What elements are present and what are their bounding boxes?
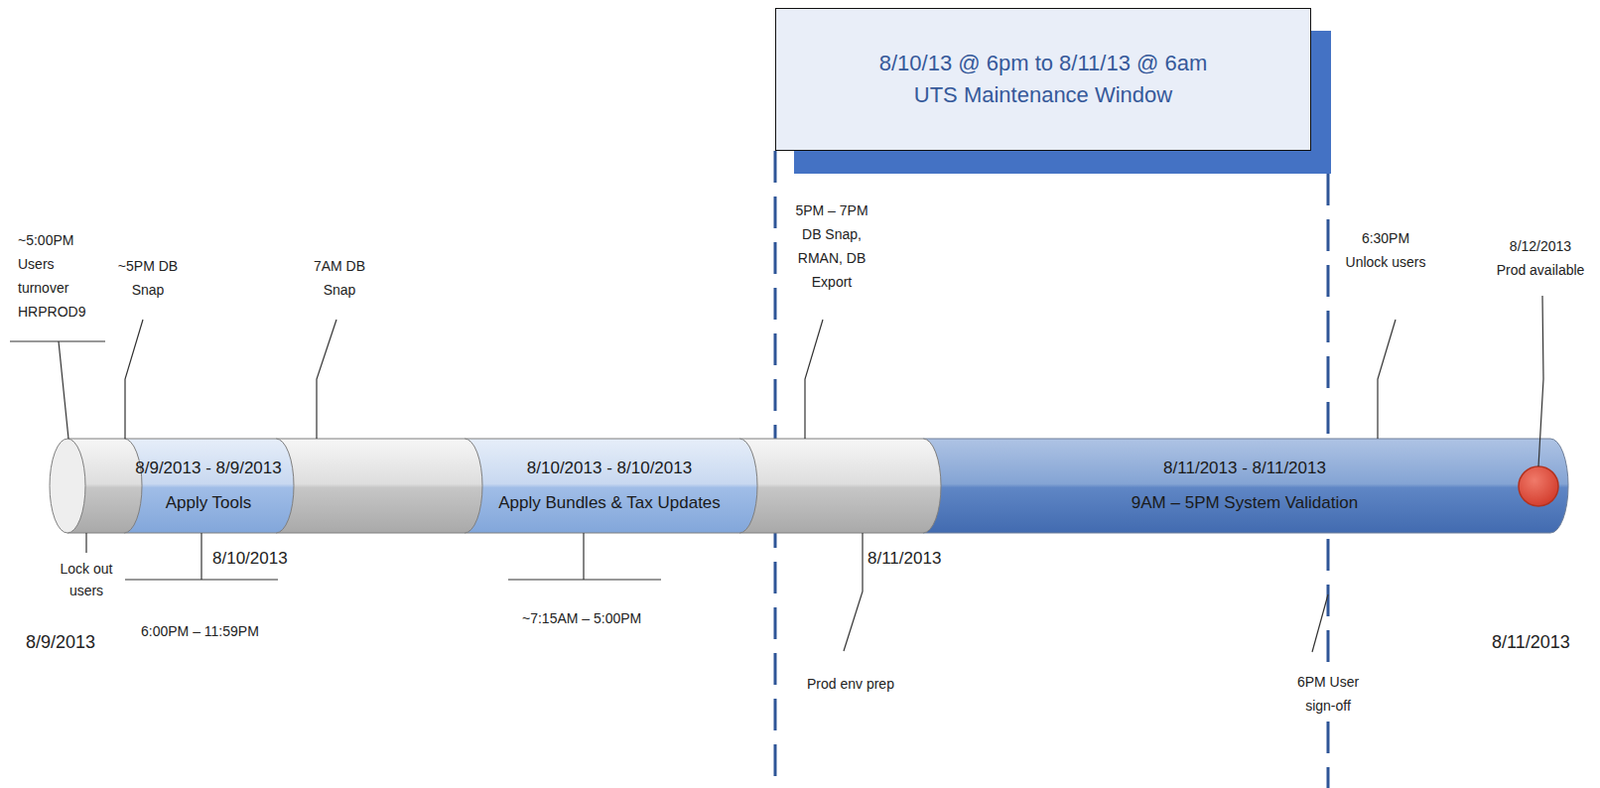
bracket-line [508,578,662,580]
bracket-line [125,578,278,580]
phase-title: Apply Bundles & Tax Updates [459,485,760,521]
phase-dates: 8/9/2013 - 8/9/2013 [103,450,314,486]
timeline-note: 8/12/2013 Prod available [1495,234,1586,282]
timeline-note: 6:00PM – 11:59PM [140,619,260,644]
end-marker [1518,466,1559,507]
timeline-note: 8/11/2013 [867,547,941,570]
timeline-segment [739,438,941,534]
timeline-note: Lock out users [55,557,118,602]
leader-line [9,340,106,342]
timeline-phase: 8/10/2013 - 8/10/2013Apply Bundles & Tax… [459,450,760,521]
phase-title: Apply Tools [103,485,314,521]
leader-line [804,319,823,439]
timeline-phase: 8/11/2013 - 8/11/20139AM – 5PM System Va… [1030,450,1460,521]
phase-dates: 8/11/2013 - 8/11/2013 [1030,450,1460,486]
timeline-segment [275,438,483,534]
leader-line [85,533,87,553]
leader-line [1377,319,1396,439]
window-box: 8/10/13 @ 6pm to 8/11/13 @ 6amUTS Mainte… [775,7,1312,151]
timeline-note: ~5PM DB Snap [117,254,179,302]
timeline-note: Prod env prep [806,671,895,696]
leader-line [843,533,863,652]
leader-line [1538,295,1544,467]
timeline-segment [124,438,294,534]
timeline-cap [49,438,86,534]
bracket-line [200,533,202,580]
timeline-segment [923,438,1569,534]
leader-line [58,341,69,439]
bracket-line [582,533,584,580]
timeline-note: ~7:15AM – 5:00PM [522,606,642,631]
leader-line [125,319,143,439]
phase-title: 9AM – 5PM System Validation [1030,485,1460,521]
timeline-note: 8/11/2013 [1491,631,1571,655]
leader-line [1312,594,1329,653]
timeline-note: 8/9/2013 [25,631,96,655]
phase-dates: 8/10/2013 - 8/10/2013 [459,450,760,486]
window-title: UTS Maintenance Window [914,79,1173,112]
timeline-note: 5PM – 7PM DB Snap, RMAN, DB Export [791,198,873,294]
timeline-note: ~5:00PM Users turnover HRPROD9 [17,228,94,324]
timeline-note: 6PM User sign-off [1281,669,1375,718]
window-dates: 8/10/13 @ 6pm to 8/11/13 @ 6am [879,47,1207,80]
timeline-note: 6:30PM Unlock users [1340,226,1431,274]
timeline-note: 8/10/2013 [212,547,288,570]
timeline-segment [464,438,758,534]
leader-line [316,319,337,439]
timeline-note: 7AM DB Snap [308,254,371,302]
timeline-phase: 8/9/2013 - 8/9/2013Apply Tools [103,450,314,521]
